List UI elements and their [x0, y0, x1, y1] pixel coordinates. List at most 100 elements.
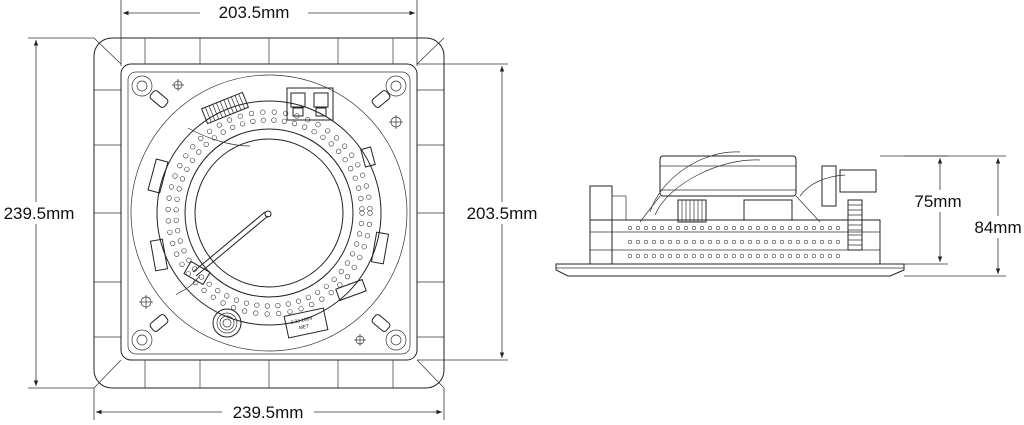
perforation-hole: [242, 308, 248, 314]
perforation-hole: [250, 118, 256, 124]
side-perforation-hole: [683, 253, 689, 259]
perforation-hole: [173, 207, 179, 213]
perforation-hole: [174, 251, 180, 257]
side-perforation-hole: [795, 225, 801, 231]
perforation-hole: [165, 218, 171, 224]
perforation-hole: [275, 303, 281, 309]
perforation-hole: [305, 294, 311, 300]
perforation-hole: [354, 241, 360, 247]
inductor-coil: [200, 91, 250, 125]
side-perforation-hole: [771, 225, 777, 231]
perforation-hole: [207, 128, 213, 134]
perforation-hole: [264, 311, 270, 317]
perforation-hole: [260, 109, 266, 115]
perforation-hole: [220, 129, 226, 135]
perforation-hole: [287, 309, 293, 315]
perforation-hole: [170, 240, 176, 246]
perforation-hole: [366, 221, 373, 227]
side-perforation-hole: [771, 253, 777, 259]
corner-screws: [131, 75, 407, 351]
side-perforation-hole: [755, 239, 761, 245]
side-perforation-hole: [779, 225, 785, 231]
perforation-hole: [231, 305, 237, 311]
crosshair-marks: [139, 79, 403, 346]
side-perforation-hole: [755, 225, 761, 231]
clamp-dogs: [149, 90, 391, 332]
perforation-hole: [363, 183, 369, 189]
perforation-hole: [240, 121, 246, 127]
side-magnet: [659, 155, 797, 197]
side-dimensions: 75mm 84mm: [880, 155, 1024, 277]
perforation-hole: [271, 117, 277, 123]
side-perforation-hole: [811, 253, 817, 259]
perforation-hole: [349, 152, 355, 158]
perforation-hole: [181, 248, 187, 254]
side-perforation-hole: [715, 225, 721, 231]
perforation-hole: [165, 206, 171, 213]
perforation-hole: [184, 166, 190, 172]
perforation-hole: [319, 296, 325, 302]
perforation-hole: [179, 261, 185, 267]
perforation-hole: [348, 166, 354, 172]
perforation-hole: [211, 135, 217, 141]
side-perforation-hole: [835, 253, 841, 259]
perforation-hole: [342, 143, 348, 149]
perforation-hole: [248, 110, 255, 117]
front-dimensions: 203.5mm 239.5mm 239.5mm 203.5mm: [3, 0, 538, 422]
side-perforation-hole: [707, 253, 713, 259]
side-perforation-hole: [643, 225, 649, 231]
perforation-hole: [198, 274, 205, 280]
perforation-hole: [174, 196, 180, 202]
side-perforation-hole: [643, 253, 649, 259]
side-perforation-hole: [787, 253, 793, 259]
perforation-hole: [367, 206, 373, 212]
side-perforation-hole: [691, 253, 697, 259]
side-perforation-hole: [827, 239, 833, 245]
perforation-hole: [264, 303, 271, 309]
side-perforation-hole: [739, 253, 745, 259]
dim-bottom-width: 239.5mm: [233, 403, 304, 422]
perforation-hole: [186, 257, 192, 263]
baffle-ring: [156, 100, 382, 326]
side-perforation-hole: [747, 225, 753, 231]
perforation-hole: [311, 129, 317, 135]
perforation-hole: [183, 153, 189, 159]
perforation-hole: [196, 149, 202, 155]
perforation-hole: [177, 238, 183, 244]
perforation-hole: [177, 163, 183, 169]
perforation-hole: [351, 264, 357, 270]
perforation-hole: [325, 128, 331, 134]
dim-inner-depth: 75mm: [914, 192, 961, 211]
perforation-hole: [360, 172, 366, 178]
perforation-hole: [166, 195, 172, 201]
perforation-hole: [336, 148, 342, 154]
perforation-hole: [210, 294, 216, 300]
perforation-hole: [233, 297, 239, 303]
perforation-hole: [328, 141, 334, 147]
dim-top-width: 203.5mm: [219, 3, 290, 22]
perforation-hole: [172, 173, 178, 179]
side-perforation-hole: [747, 253, 753, 259]
side-perforation-hole: [795, 253, 801, 259]
side-perforation-hole: [667, 239, 673, 245]
perforation-hole: [367, 210, 373, 216]
side-perforation-hole: [835, 225, 841, 231]
perforation-hole: [283, 110, 289, 116]
side-perforation-hole: [651, 225, 657, 231]
transformer-label-block: 3.3J 100V MET: [283, 307, 329, 339]
perforation-hole: [253, 310, 259, 316]
side-perforation-hole: [739, 239, 745, 245]
side-perforation-hole: [659, 239, 665, 245]
front-bezel-outer: [93, 37, 445, 389]
perforation-hole: [344, 274, 351, 280]
perforation-hole: [281, 118, 287, 124]
perforation-hole: [243, 300, 250, 306]
side-perforation-hole: [803, 239, 809, 245]
perforation-hole: [176, 186, 182, 192]
side-bezel: [555, 263, 905, 277]
side-perforation-hole: [659, 253, 665, 259]
mounting-plate: [127, 71, 411, 355]
side-coil: [677, 199, 707, 223]
side-perforation-hole: [747, 239, 753, 245]
